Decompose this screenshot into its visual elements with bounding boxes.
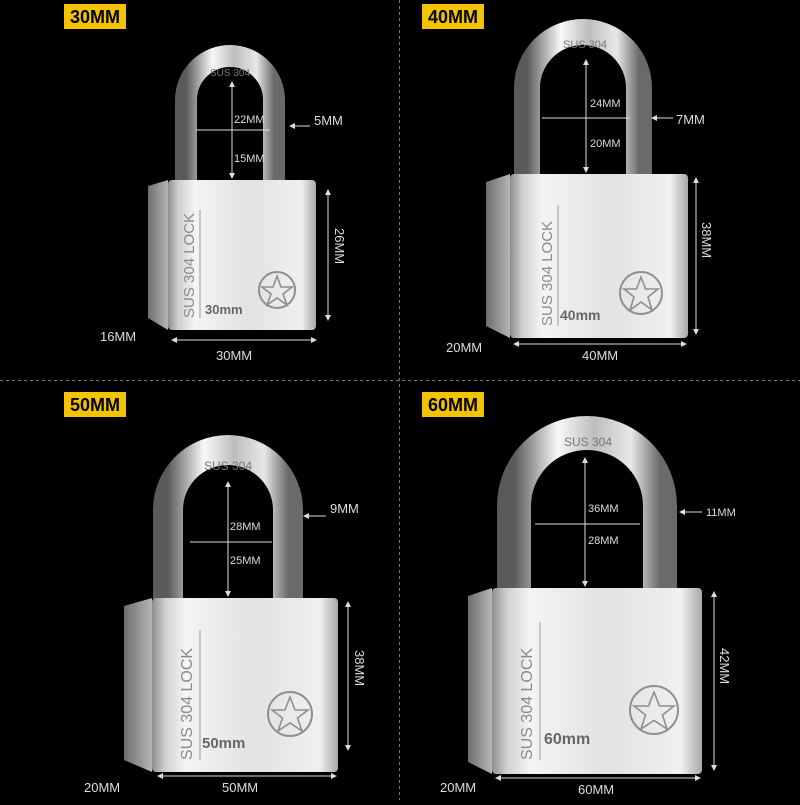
body-height-label: 38MM xyxy=(352,650,367,686)
shackle xyxy=(153,435,303,610)
vertical-lock-text: SUS 304 LOCK xyxy=(539,221,556,326)
lock-body-side xyxy=(468,588,492,774)
shackle xyxy=(497,416,677,600)
star-emblem-icon xyxy=(258,271,296,309)
shackle-outer-height-label: 24MM xyxy=(590,98,621,110)
shackle-inner-height-label: 28MM xyxy=(588,535,619,547)
body-height-label: 26MM xyxy=(332,228,347,264)
shackle-diameter-label: 11MM xyxy=(706,507,736,519)
lock-body xyxy=(510,174,688,338)
shackle-stamp: SUS 304 xyxy=(210,68,250,79)
lock-body xyxy=(168,180,316,330)
body-depth-label: 20MM xyxy=(84,780,120,795)
quadrant-divider-vertical xyxy=(399,0,400,800)
body-depth-label: 16MM xyxy=(100,329,136,344)
shackle-inner-height-label: 20MM xyxy=(590,138,621,150)
size-engraving: 50mm xyxy=(202,735,245,752)
shackle-diameter-label: 7MM xyxy=(676,112,705,127)
vertical-lock-text: SUS 304 LOCK xyxy=(519,648,536,760)
body-width-label: 30MM xyxy=(216,348,252,363)
size-label: 60MM xyxy=(422,392,485,417)
padlock-40mm-image: SUS 304 SUS 304 LOCK 40mm 24MM 20MM 7MM … xyxy=(446,19,714,363)
quadrant-divider-horizontal xyxy=(0,380,800,381)
vertical-lock-text: SUS 304 LOCK xyxy=(179,648,196,760)
shackle-inner-height-label: 15MM xyxy=(234,153,265,165)
padlock-60mm-image: SUS 304 SUS 304 LOCK 60mm 36MM 28MM 11MM… xyxy=(440,416,736,797)
shackle xyxy=(175,45,285,190)
shackle-stamp: SUS 304 xyxy=(563,39,607,51)
body-depth-label: 20MM xyxy=(446,340,482,355)
padlock-50mm-image: SUS 304 SUS 304 LOCK 50mm 28MM 25MM 9MM … xyxy=(84,435,367,795)
shackle-outer-height-label: 28MM xyxy=(230,521,261,533)
lock-panel-40mm: 40MM SUS 304 SUS 304 LOCK 40mm 24MM 20MM… xyxy=(400,0,800,400)
size-label: 50MM xyxy=(64,392,127,417)
lock-body-side xyxy=(124,598,152,772)
shackle-stamp: SUS 304 xyxy=(564,435,612,449)
size-engraving: 60mm xyxy=(544,731,590,748)
lock-body-side xyxy=(148,180,168,330)
size-engraving: 30mm xyxy=(205,302,243,317)
star-emblem-icon xyxy=(629,685,679,735)
lock-panel-60mm: 60MM SUS 304 SUS 304 LOCK 60mm 36MM 28MM… xyxy=(400,392,800,800)
shackle xyxy=(514,19,652,185)
padlock-30mm-image: SUS 304 SUS 304 LOCK 30mm 22MM 15MM 5MM … xyxy=(100,45,347,363)
body-width-label: 60MM xyxy=(578,782,614,797)
body-width-label: 50MM xyxy=(222,780,258,795)
shackle-diameter-label: 5MM xyxy=(314,113,343,128)
lock-body xyxy=(152,598,338,772)
shackle-inner-height-label: 25MM xyxy=(230,555,261,567)
body-height-label: 42MM xyxy=(717,648,732,684)
shackle-diameter-label: 9MM xyxy=(330,501,359,516)
shackle-outer-height-label: 22MM xyxy=(234,114,265,126)
star-emblem-icon xyxy=(619,271,663,315)
star-emblem-icon xyxy=(267,691,313,737)
body-width-label: 40MM xyxy=(582,348,618,363)
size-label: 30MM xyxy=(64,4,127,29)
size-engraving: 40mm xyxy=(560,307,600,323)
vertical-lock-text: SUS 304 LOCK xyxy=(181,213,198,318)
lock-body-side xyxy=(486,174,510,338)
lock-panel-50mm: 50MM SUS 304 SUS 304 LOCK 50mm 28MM 25MM… xyxy=(0,392,400,800)
size-label: 40MM xyxy=(422,4,485,29)
shackle-stamp: SUS 304 xyxy=(204,459,252,473)
lock-body xyxy=(492,588,702,774)
body-depth-label: 20MM xyxy=(440,780,476,795)
body-height-label: 38MM xyxy=(699,222,714,258)
lock-panel-30mm: 30MM SUS 304 SUS 304 LOCK 30mm 22MM 15MM… xyxy=(0,0,400,400)
shackle-outer-height-label: 36MM xyxy=(588,503,619,515)
